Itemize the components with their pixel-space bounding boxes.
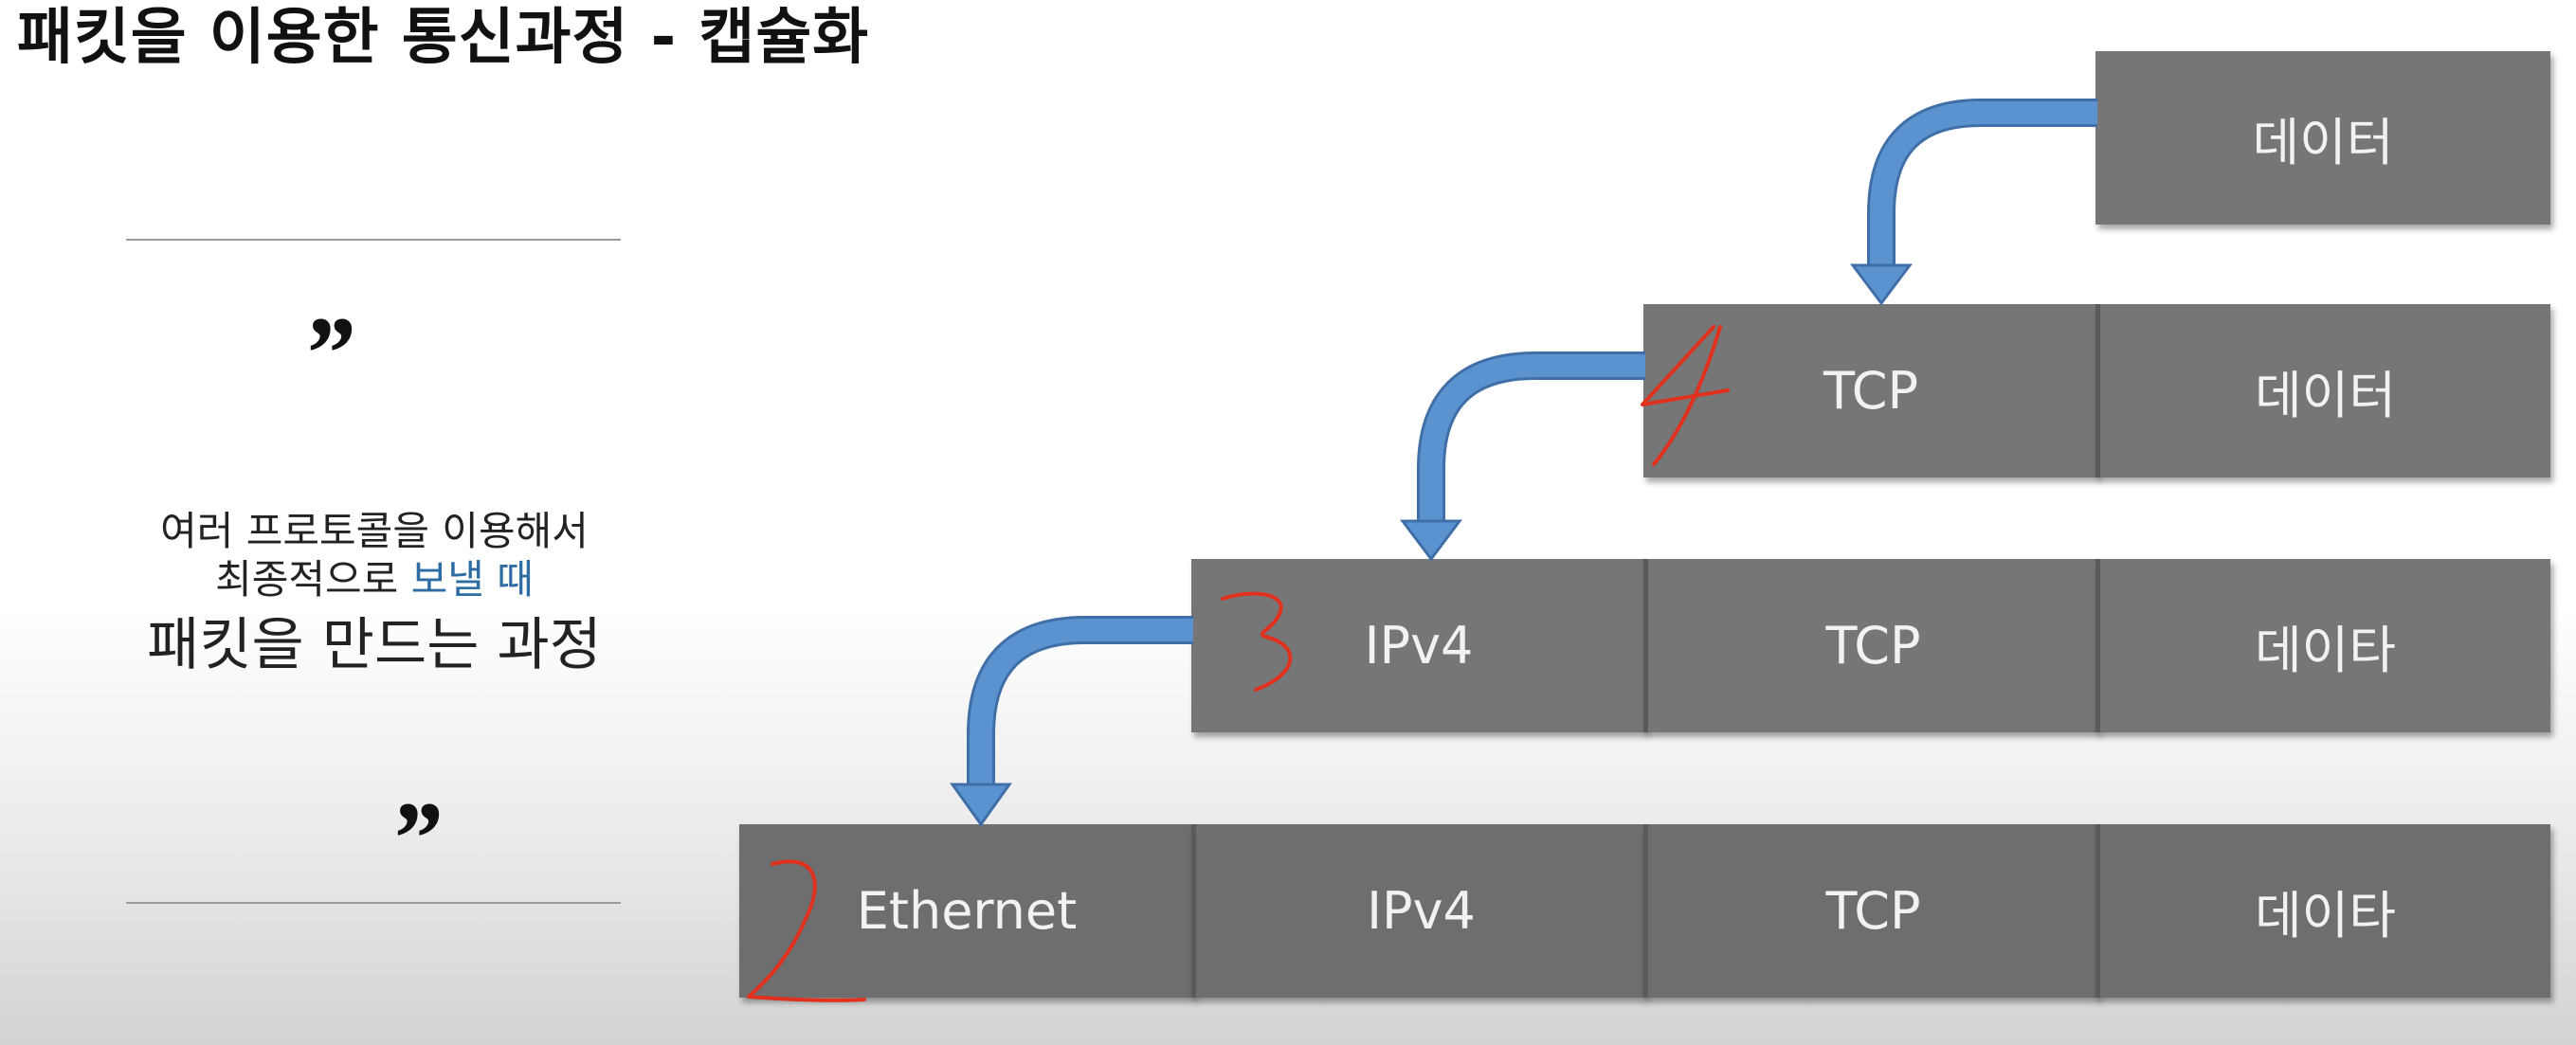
handwritten-2-annotation: [747, 859, 866, 1002]
row4-ipv4-box: IPv4: [1191, 824, 1646, 998]
row3-tcp-box: TCP: [1643, 559, 2098, 732]
row4-tcp-box: TCP: [1643, 824, 2098, 998]
description-line-3: 패킷을 만드는 과정: [147, 612, 602, 678]
bottom-divider: [126, 902, 621, 904]
page-title: 패킷을 이용한 통신과정 - 캡슐화: [17, 3, 870, 73]
row1-data-box: 데이터: [2095, 51, 2550, 225]
row3-ipv4-box: IPv4: [1191, 559, 1646, 732]
curved-arrow-2: [1400, 351, 1645, 562]
description-line-1: 여러 프로토콜을 이용해서: [160, 508, 589, 554]
curved-arrow-3: [950, 616, 1193, 827]
top-divider: [126, 239, 621, 241]
row4-data-box: 데이타: [2095, 824, 2550, 998]
description-accent-text: 보낼 때: [410, 556, 534, 603]
description-line-2-text: 최종적으로: [215, 556, 411, 603]
close-quote-mark: ”: [389, 781, 441, 896]
description-line-2: 최종적으로 보낼 때: [95, 548, 654, 605]
open-quote-mark: ”: [301, 296, 354, 411]
row3-data-box: 데이타: [2095, 559, 2550, 732]
row2-data-box: 데이터: [2095, 304, 2550, 477]
handwritten-4-annotation: [1641, 325, 1730, 466]
handwritten-3-annotation: [1221, 591, 1293, 692]
curved-arrow-1: [1850, 99, 2097, 306]
row4-ethernet-box: Ethernet: [739, 824, 1194, 998]
